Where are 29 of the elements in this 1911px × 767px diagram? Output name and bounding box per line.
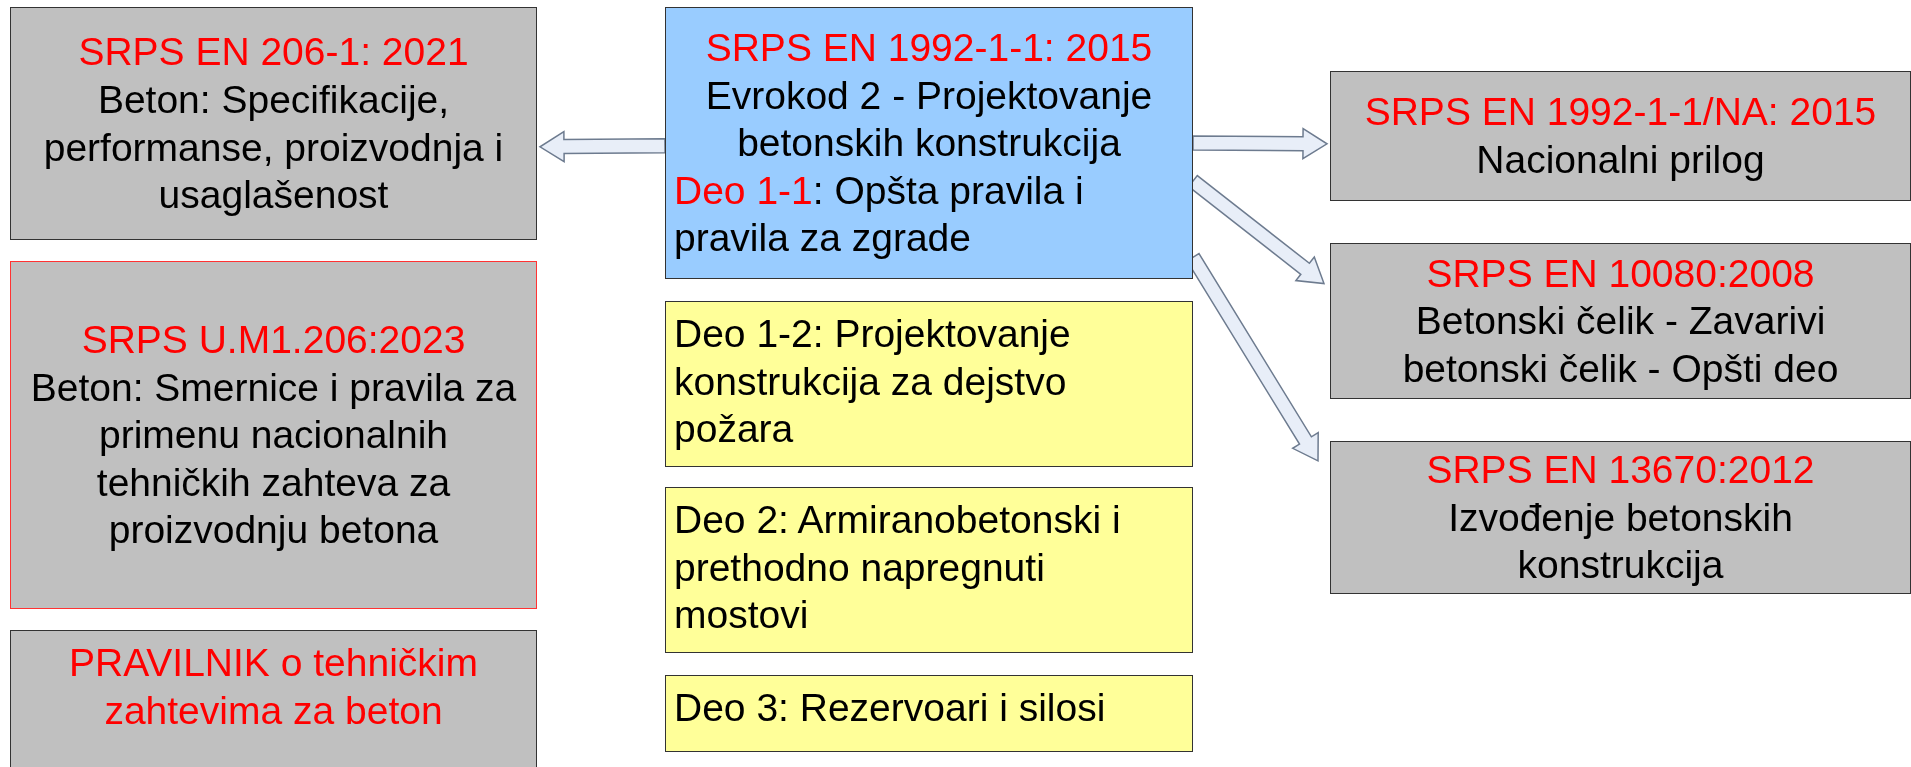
body-text: Beton: Specifikacije, performanse, proizvodnja i usaglašenost [42, 76, 505, 219]
body-text: Izvođenje betonskih konstrukcija [1447, 494, 1794, 589]
part-box [665, 487, 1193, 653]
body-text: Beton: Smernice i pravila za primenu nacionalnih tehničkih zahteva za proizvodnju betona [29, 364, 518, 554]
standard-code: SRPS U.M1.206:2023 [80, 317, 467, 364]
standard-box [1330, 243, 1911, 399]
part-box [665, 675, 1193, 752]
standard-code: SRPS EN 1992-1-1: 2015 [704, 25, 1154, 72]
body-text: Deo 1-2: Projektovanje konstrukcija za dejstvo požara [674, 311, 1072, 453]
standard-code: PRAVILNIK o tehničkim zahtevima za beton [68, 640, 479, 734]
block-arrow [538, 130, 666, 163]
standard-code: SRPS EN 206-1: 2021 [77, 29, 470, 76]
body-text: Deo 2: Armiranobetonski i prethodno napregnuti mostovi [674, 497, 1122, 639]
standard-code: SRPS EN 13670:2012 [1425, 447, 1816, 494]
part-box [665, 301, 1193, 467]
block-arrow [1192, 127, 1329, 161]
main-standard-box [665, 7, 1193, 279]
standard-code: SRPS EN 1992-1-1/NA: 2015 [1363, 89, 1878, 136]
body-text: Deo 1-1: Opšta pravila i pravila za zgrade [674, 167, 1085, 262]
standard-box [1330, 71, 1911, 201]
standard-box [10, 7, 537, 240]
regulation-box [10, 630, 537, 767]
body-text: Nacionalni prilog [1475, 137, 1766, 183]
standard-code: SRPS EN 10080:2008 [1425, 250, 1816, 297]
standard-box [1330, 441, 1911, 594]
body-text: Evrokod 2 - Projektovanje betonskih konstrukcija [704, 72, 1154, 167]
body-text: Betonski čelik - Zavarivi betonski čelik - Opšti deo [1401, 298, 1840, 392]
standard-box [10, 261, 537, 609]
body-text: Deo 3: Rezervoari i silosi [674, 685, 1107, 731]
